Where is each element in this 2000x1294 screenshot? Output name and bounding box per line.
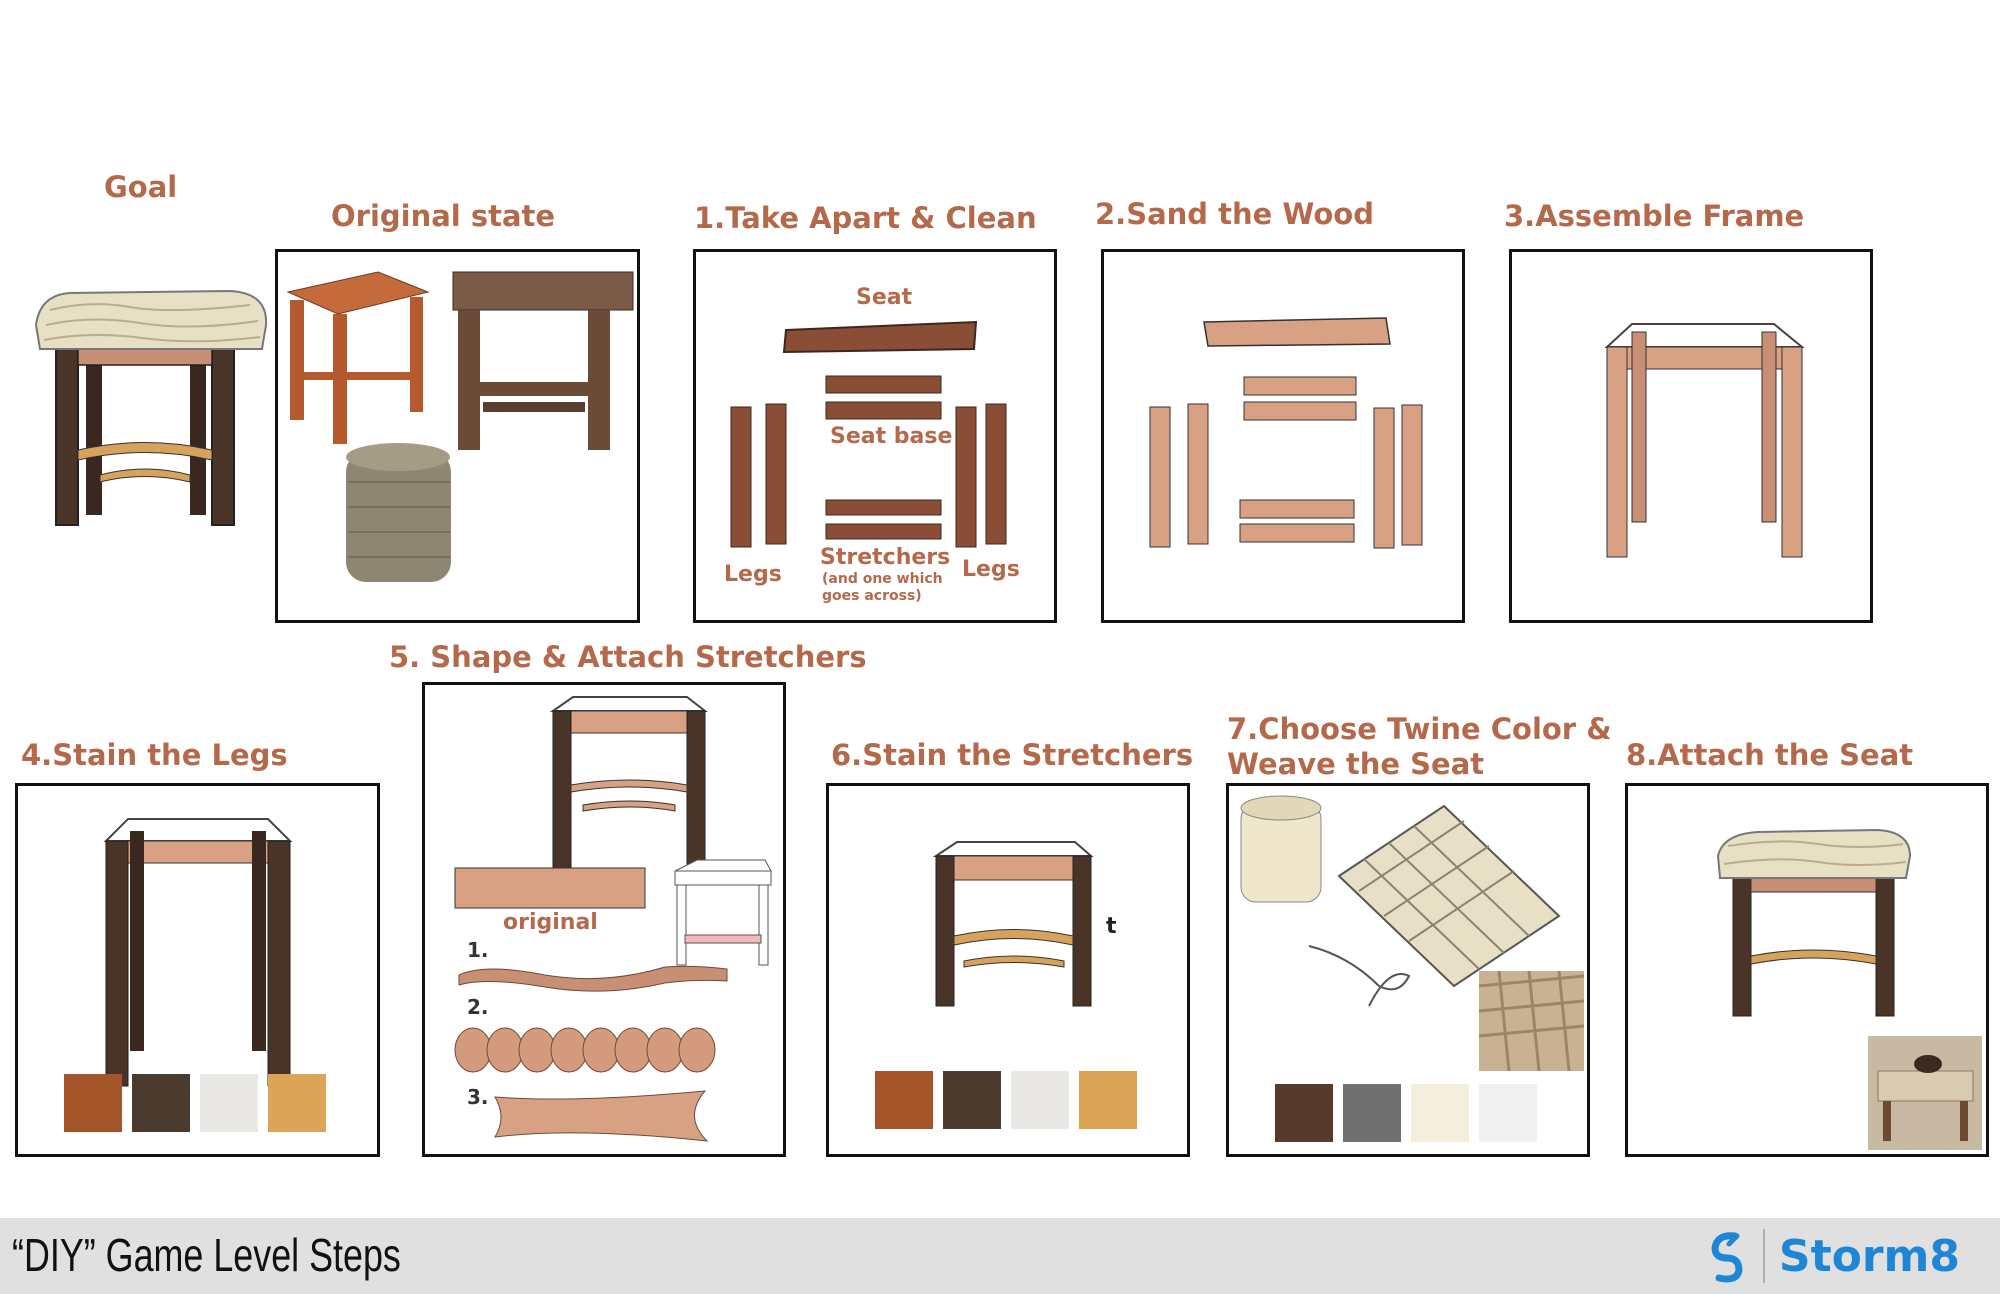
original-state-title: Original state	[331, 199, 555, 233]
stretcher-shape-1	[459, 966, 727, 991]
stain-swatches	[64, 1074, 326, 1132]
swatch-oak[interactable]	[64, 1074, 122, 1132]
swatch-twine-brown[interactable]	[1275, 1084, 1333, 1142]
stray-text-mark: t	[1106, 914, 1117, 939]
step3-title: 3.Assemble Frame	[1504, 199, 1804, 233]
shape-option-1-number: 1.	[467, 938, 489, 962]
step4-title: 4.Stain the Legs	[21, 738, 288, 772]
seat-label: Seat	[856, 285, 912, 310]
white-stool-sketch	[675, 860, 771, 965]
swatch-walnut[interactable]	[943, 1071, 1001, 1129]
stretcher-boards	[826, 500, 941, 539]
step6-title: 6.Stain the Stretchers	[831, 738, 1193, 772]
stretcher-shape-3	[495, 1091, 707, 1141]
step8-panel	[1625, 783, 1989, 1157]
step7-panel	[1226, 783, 1590, 1157]
seat-base-boards	[826, 376, 941, 419]
stretcher-shape-2-beaded	[455, 1028, 715, 1072]
step5-panel: original 1. 2. 3.	[422, 682, 786, 1157]
swatch-pine[interactable]	[1079, 1071, 1137, 1129]
swatch-twine-white[interactable]	[1479, 1084, 1537, 1142]
original-state-panel	[275, 249, 640, 623]
seat-board	[784, 322, 976, 352]
stool-with-stretcher-illustration	[553, 697, 705, 871]
shape-option-2-number: 2.	[467, 995, 489, 1019]
step2-title: 2.Sand the Wood	[1095, 197, 1374, 231]
weathered-stool-photo	[453, 272, 633, 450]
step7-title-line2: Weave the Seat	[1227, 747, 1484, 781]
shape-option-3-number: 3.	[467, 1085, 489, 1109]
twine-spool-illustration	[1241, 796, 1321, 902]
step4-panel	[15, 783, 380, 1157]
step1-panel: Seat Seat base Legs Legs Stretchers (and…	[693, 249, 1057, 623]
swatch-twine-gray[interactable]	[1343, 1084, 1401, 1142]
swatch-twine-cream[interactable]	[1411, 1084, 1469, 1142]
footer-title: “DIY” Game Level Steps	[12, 1228, 401, 1282]
leg-boards-left	[731, 404, 786, 547]
footer-bar: “DIY” Game Level Steps Storm8	[0, 1218, 2000, 1294]
swatch-pine[interactable]	[268, 1074, 326, 1132]
swatch-whitewash[interactable]	[200, 1074, 258, 1132]
original-board-label: original	[503, 910, 598, 935]
swatch-whitewash[interactable]	[1011, 1071, 1069, 1129]
stretchers-note-line1: (and one which	[822, 571, 943, 588]
step3-panel	[1509, 249, 1873, 623]
step5-title: 5. Shape & Attach Stretchers	[389, 640, 867, 674]
swatch-oak[interactable]	[875, 1071, 933, 1129]
assembled-frame-illustration	[1512, 252, 1870, 620]
storm8-logo-icon	[1703, 1226, 1749, 1286]
brand-name: Storm8	[1779, 1231, 1960, 1282]
step6-panel: t	[826, 783, 1190, 1157]
legs-right-label: Legs	[962, 557, 1020, 582]
brand: Storm8	[1703, 1226, 1960, 1286]
step1-title: 1.Take Apart & Clean	[694, 201, 1037, 235]
seat-base-label: Seat base	[830, 424, 952, 449]
original-stretcher-board	[455, 868, 645, 908]
finished-stool-photo	[1868, 1036, 1982, 1150]
sanded-boards-illustration	[1104, 252, 1462, 620]
woven-texture-photo	[1479, 971, 1584, 1071]
twine-spool-photo	[346, 443, 451, 582]
stretchers-note-line2: goes across)	[822, 588, 922, 605]
leg-boards-right	[956, 404, 1006, 547]
goal-title: Goal	[104, 170, 177, 204]
twine-color-swatches	[1275, 1084, 1537, 1142]
stretchers-label: Stretchers	[820, 545, 950, 570]
step7-title-line1: 7.Choose Twine Color &	[1227, 712, 1612, 746]
brand-divider	[1763, 1229, 1765, 1283]
old-stool-photo	[288, 272, 428, 444]
stretcher-stain-swatches	[875, 1071, 1137, 1129]
goal-stool-illustration	[30, 285, 280, 535]
step2-panel	[1101, 249, 1465, 623]
swatch-walnut[interactable]	[132, 1074, 190, 1132]
step8-title: 8.Attach the Seat	[1626, 738, 1913, 772]
legs-left-label: Legs	[724, 562, 782, 587]
finished-stool-illustration	[1718, 830, 1910, 1016]
